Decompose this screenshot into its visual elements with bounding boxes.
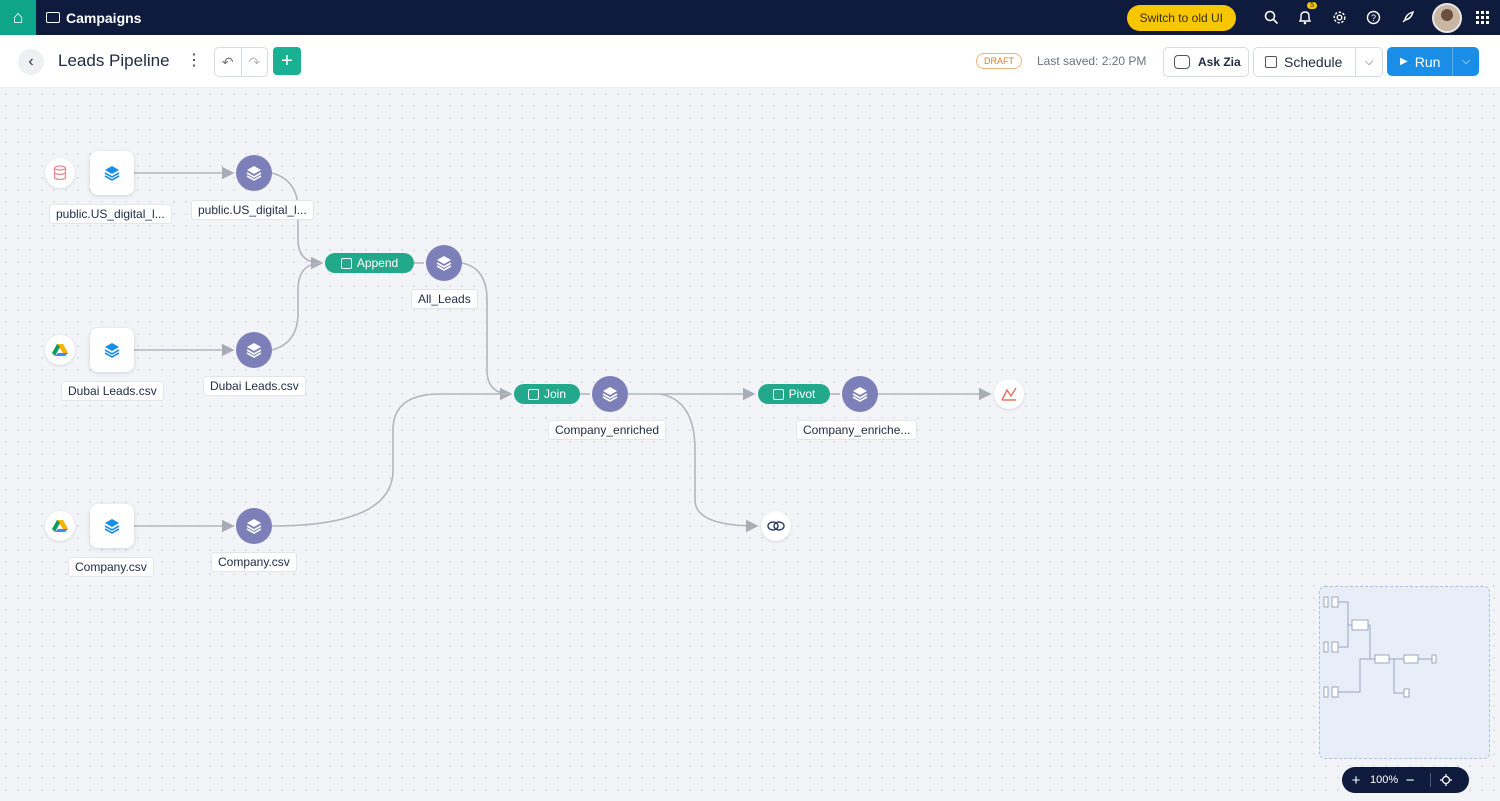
bell-icon[interactable]: 5 bbox=[1288, 0, 1322, 35]
more-options-icon[interactable]: ⋮ bbox=[186, 52, 202, 69]
stage-label: public.US_digital_l... bbox=[191, 200, 314, 220]
google-drive-icon[interactable] bbox=[45, 335, 75, 365]
breadcrumb-label: Campaigns bbox=[66, 9, 142, 26]
dataset-node[interactable] bbox=[90, 504, 134, 548]
zoom-divider bbox=[1430, 773, 1432, 787]
schedule-button[interactable]: Schedule ⌵ bbox=[1253, 47, 1383, 77]
avatar[interactable] bbox=[1432, 2, 1462, 33]
zoom-in-icon[interactable]: + bbox=[1351, 771, 1361, 789]
page-title: Leads Pipeline bbox=[58, 51, 170, 70]
pivot-icon bbox=[772, 388, 784, 400]
append-label: Append bbox=[356, 256, 399, 270]
ask-zia-label: Ask Zia bbox=[1198, 55, 1241, 69]
calendar-icon bbox=[1265, 56, 1277, 68]
pipeline-canvas[interactable] bbox=[0, 88, 1500, 801]
apps-grid-icon[interactable] bbox=[1476, 10, 1490, 25]
analytics-destination-icon[interactable] bbox=[994, 379, 1024, 409]
join-icon bbox=[527, 388, 539, 400]
dataset-node[interactable] bbox=[90, 151, 134, 195]
folder-icon bbox=[46, 12, 60, 23]
gear-icon[interactable] bbox=[1322, 0, 1356, 35]
minimap[interactable] bbox=[1319, 586, 1490, 759]
google-drive-icon[interactable] bbox=[45, 511, 75, 541]
stage-label: Company.csv bbox=[211, 552, 297, 572]
append-transform[interactable]: Append bbox=[325, 253, 414, 273]
home-icon[interactable]: ⌂ bbox=[0, 0, 36, 35]
join-label: Join bbox=[543, 387, 566, 401]
last-saved-text: Last saved: 2:20 PM bbox=[1037, 54, 1147, 68]
schedule-label: Schedule bbox=[1284, 54, 1343, 70]
stage-node[interactable] bbox=[236, 508, 272, 544]
undo-redo-group: ↶ ↷ bbox=[214, 47, 268, 77]
stage-label: Dubai Leads.csv bbox=[203, 376, 306, 396]
top-bar-actions: Switch to old UI 5 ? bbox=[1126, 0, 1500, 35]
dataset-label: Company.csv bbox=[68, 557, 154, 577]
fit-view-icon[interactable] bbox=[1439, 774, 1453, 786]
database-source-icon[interactable] bbox=[45, 158, 75, 188]
top-bar: ⌂ Campaigns Switch to old UI 5 ? bbox=[0, 0, 1500, 35]
cloud-destination-icon[interactable] bbox=[761, 511, 791, 541]
zoom-out-icon[interactable]: − bbox=[1405, 771, 1415, 789]
run-label: Run bbox=[1414, 53, 1441, 70]
undo-icon[interactable]: ↶ bbox=[221, 53, 234, 70]
zoom-level: 100% bbox=[1370, 774, 1399, 786]
add-stage-button[interactable]: + bbox=[273, 47, 301, 75]
notification-badge: 5 bbox=[1307, 2, 1317, 9]
ask-zia-button[interactable]: Ask Zia bbox=[1163, 47, 1249, 77]
dataset-label: Dubai Leads.csv bbox=[61, 381, 164, 401]
play-icon: ▶ bbox=[1400, 56, 1408, 67]
status-badge: DRAFT bbox=[976, 53, 1022, 69]
back-button[interactable]: ‹ bbox=[18, 49, 44, 75]
zoom-controls: + 100% − bbox=[1342, 767, 1469, 793]
dataset-node[interactable] bbox=[90, 328, 134, 372]
chevron-down-icon[interactable]: ⌵ bbox=[1355, 48, 1382, 76]
help-icon[interactable]: ? bbox=[1356, 0, 1390, 35]
redo-icon[interactable]: ↷ bbox=[240, 48, 268, 76]
stage-label: All_Leads bbox=[411, 289, 478, 309]
join-transform[interactable]: Join bbox=[514, 384, 580, 404]
rocket-icon[interactable] bbox=[1390, 0, 1424, 35]
stage-node[interactable] bbox=[426, 245, 462, 281]
append-icon bbox=[340, 257, 352, 269]
run-button[interactable]: ▶ Run ⌵ bbox=[1387, 47, 1479, 76]
stage-label: Company_enriched bbox=[548, 420, 667, 440]
stage-node[interactable] bbox=[842, 376, 878, 412]
stage-node[interactable] bbox=[236, 332, 272, 368]
search-icon[interactable] bbox=[1254, 0, 1288, 35]
pivot-label: Pivot bbox=[788, 387, 816, 401]
breadcrumb[interactable]: Campaigns bbox=[46, 10, 141, 26]
zia-icon bbox=[1174, 55, 1190, 69]
svg-text:?: ? bbox=[1370, 13, 1375, 23]
chevron-down-icon[interactable]: ⌵ bbox=[1452, 47, 1479, 76]
pivot-transform[interactable]: Pivot bbox=[758, 384, 830, 404]
stage-node[interactable] bbox=[592, 376, 628, 412]
dataset-label: public.US_digital_l... bbox=[49, 204, 172, 224]
stage-node[interactable] bbox=[236, 155, 272, 191]
stage-label: Company_enriche... bbox=[796, 420, 918, 440]
pipeline-header: ‹ Leads Pipeline ⋮ ↶ ↷ + DRAFT Last save… bbox=[0, 35, 1500, 88]
switch-old-ui-button[interactable]: Switch to old UI bbox=[1126, 4, 1236, 31]
